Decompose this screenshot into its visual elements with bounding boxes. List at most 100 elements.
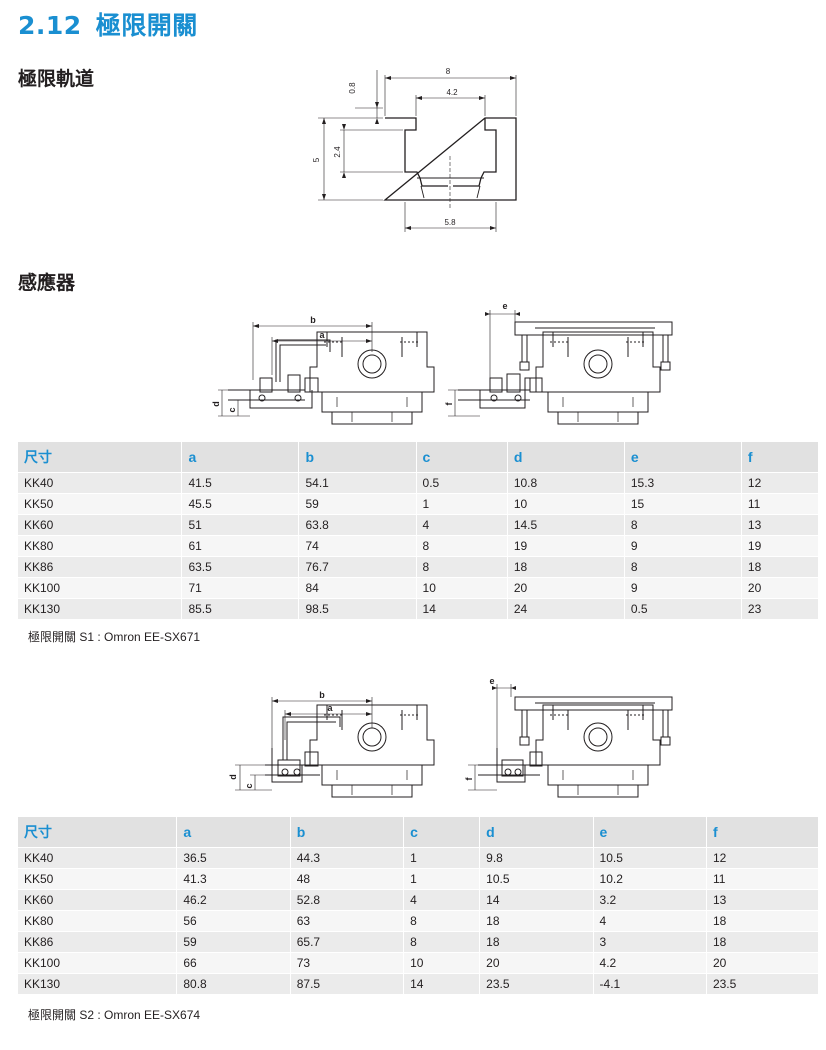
cell: 14 (479, 889, 594, 911)
cell: 76.7 (298, 556, 417, 578)
cell: KK50 (18, 493, 183, 515)
cell: 9.8 (479, 847, 594, 869)
cell: 63.8 (298, 514, 417, 536)
cell: KK130 (18, 973, 178, 994)
cell: 84 (298, 577, 417, 599)
col-header-f: f (706, 817, 818, 848)
cell: 41.5 (181, 472, 300, 494)
rail-dim-width-bottom: 5.8 (444, 218, 456, 227)
cell: 19 (507, 535, 625, 557)
dim-letter-e-s2: e (489, 676, 494, 686)
cell: 63 (290, 910, 405, 932)
cell: 0.5 (624, 598, 742, 619)
dim-letter-f: f (444, 402, 454, 406)
cell: 9 (624, 535, 742, 557)
cell: 12 (706, 847, 818, 869)
cell: 10.8 (507, 472, 625, 494)
cell: KK80 (18, 535, 183, 557)
cell: 1 (416, 493, 508, 515)
cell: KK100 (18, 577, 183, 599)
col-header-d: d (479, 817, 594, 848)
cell: 23.5 (706, 973, 818, 994)
cell: 65.7 (290, 931, 405, 953)
section-title: 極限開關 (95, 11, 198, 40)
dim-letter-c: c (227, 407, 237, 412)
cell: 13 (706, 889, 818, 911)
cell: 18 (507, 556, 625, 578)
sensor-section-title: 感應器 (18, 272, 76, 294)
cell: KK50 (18, 868, 178, 890)
table2-caption: 極限開關 S2 : Omron EE-SX674 (28, 1008, 201, 1022)
page-title: 2.12 極限開關 (18, 6, 198, 42)
cell: 24 (507, 598, 625, 619)
cell: 20 (507, 577, 625, 599)
cell: 9 (624, 577, 742, 599)
table-header-row: 尺寸 a b c d e f (18, 442, 818, 473)
cell: 14 (403, 973, 481, 994)
col-header-b: b (298, 442, 417, 473)
cell: 23 (741, 598, 818, 619)
cell: 20 (479, 952, 594, 974)
dim-letter-d: d (211, 401, 221, 407)
cell: 4.2 (593, 952, 707, 974)
cell: 15 (624, 493, 742, 515)
dim-letter-a-s2: a (327, 703, 333, 713)
cell: 20 (706, 952, 818, 974)
rail-dim-height-mid: 2.4 (333, 146, 342, 158)
table1-caption: 極限開關 S1 : Omron EE-SX671 (28, 630, 201, 644)
cell: KK40 (18, 472, 183, 494)
rail-dim-height-total: 5 (312, 157, 321, 162)
cell: 10 (416, 577, 508, 599)
cell: 41.3 (176, 868, 291, 890)
cell: 10 (507, 493, 625, 515)
cell: 61 (181, 535, 300, 557)
cell: 80.8 (176, 973, 291, 994)
cell: 10.5 (479, 868, 594, 890)
cell: 74 (298, 535, 417, 557)
cell: 23.5 (479, 973, 594, 994)
cell: 20 (741, 577, 818, 599)
cell: 15.3 (624, 472, 742, 494)
cell: 8 (416, 535, 508, 557)
cell: 36.5 (176, 847, 291, 869)
cell: 8 (416, 556, 508, 578)
cell: 11 (706, 868, 818, 890)
cell: 10.2 (593, 868, 707, 890)
cell: 52.8 (290, 889, 405, 911)
cell: 45.5 (181, 493, 300, 515)
cell: 8 (624, 556, 742, 578)
cell: 10.5 (593, 847, 707, 869)
dim-letter-f-s2: f (464, 777, 474, 781)
col-header-d: d (507, 442, 625, 473)
col-header-e: e (624, 442, 742, 473)
cell: 4 (416, 514, 508, 536)
col-header-b: b (290, 817, 405, 848)
cell: 51 (181, 514, 300, 536)
cell: 85.5 (181, 598, 300, 619)
cell: -4.1 (593, 973, 707, 994)
cell: 48 (290, 868, 405, 890)
dim-letter-b: b (310, 315, 316, 325)
cell: 14.5 (507, 514, 625, 536)
cell: KK80 (18, 910, 178, 932)
rail-profile-drawing: 8 4.2 5.8 5 2.4 0.8 (312, 67, 517, 232)
dim-letter-d-s2: d (228, 774, 238, 780)
cell: 18 (479, 910, 594, 932)
dim-letter-c-s2: c (244, 783, 254, 788)
section-number: 2.12 (18, 11, 82, 40)
cell: 66 (176, 952, 291, 974)
cell: 8 (403, 931, 481, 953)
cell: 18 (741, 556, 818, 578)
cell: 4 (403, 889, 481, 911)
